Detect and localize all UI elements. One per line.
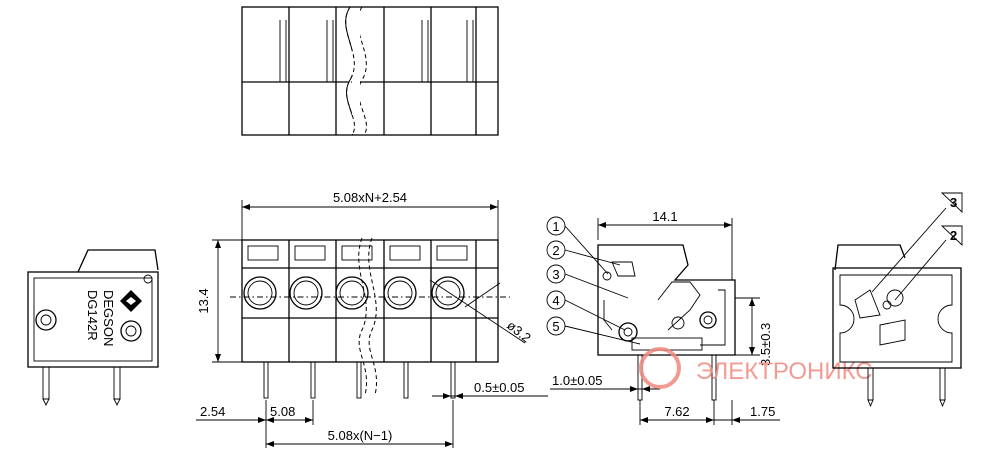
pin-spacing-dim: 7.62	[664, 404, 689, 419]
pin-edge-dim: 1.75	[750, 404, 775, 419]
callout-1: 1	[552, 219, 559, 234]
hole-diameter-dim: ø3.2	[504, 318, 534, 346]
pin-width-dim: 0.5±0.05	[474, 380, 525, 395]
callout-2: 2	[552, 243, 559, 258]
top-view	[241, 6, 499, 136]
callout-5: 5	[552, 319, 559, 334]
watermark-brand: ЭЛЕКТРОНИКС	[696, 358, 873, 385]
model-label: DG142R	[85, 290, 100, 341]
callout-4: 4	[552, 293, 559, 308]
callout-3: 3	[552, 267, 559, 282]
front-view: 5.08xN+2.54	[196, 190, 548, 448]
overall-width-dim: 5.08xN+2.54	[333, 190, 407, 205]
pin-height-dim: 3.5±0.3	[758, 323, 773, 366]
span-dim: 5.08x(N−1)	[328, 428, 393, 443]
height-dim: 13.4	[196, 288, 211, 313]
brand-label: DEGSON	[101, 290, 116, 346]
pin-offset-dim: 2.54	[200, 404, 225, 419]
back-view: 3 2	[832, 192, 963, 408]
flag-3: 3	[950, 195, 957, 210]
label-view: DEGSON DG142R	[27, 249, 159, 407]
flag-2: 2	[950, 228, 957, 243]
side-width-dim: 14.1	[652, 209, 677, 224]
pitch-dim: 5.08	[270, 404, 295, 419]
side-view: 14.1 3.5±0.3 1.0±0.05 7.62	[546, 209, 873, 425]
side-pin-dim: 1.0±0.05	[552, 373, 603, 388]
